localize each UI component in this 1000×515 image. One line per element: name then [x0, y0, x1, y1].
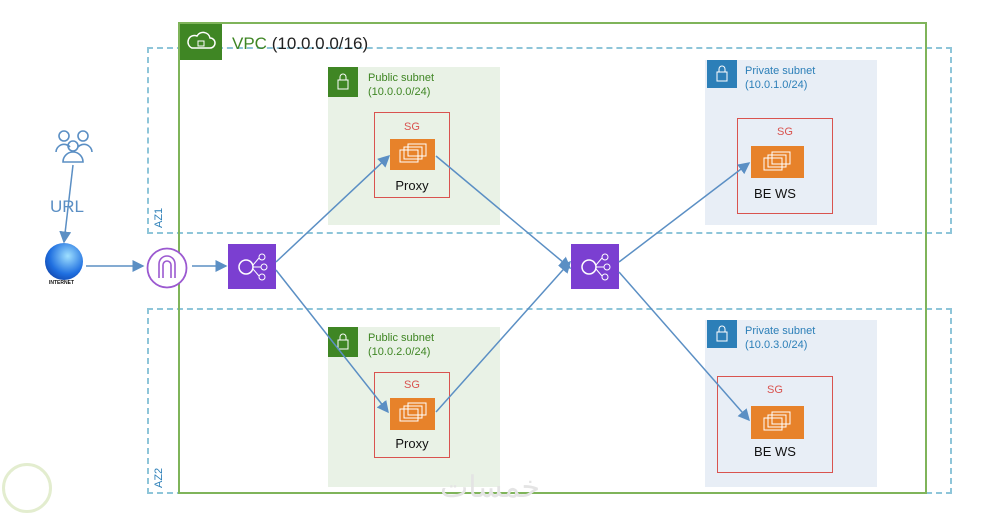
watermark-text: خمسات [440, 471, 541, 504]
instance-label: Proxy [395, 436, 429, 451]
vpc-cloud-icon [180, 24, 222, 60]
internet-gateway-icon [146, 247, 188, 294]
security-group: SG Proxy [374, 372, 450, 458]
sg-label: SG [404, 121, 420, 133]
security-group: SG BE WS [737, 118, 833, 214]
lock-icon [707, 60, 737, 88]
vpc-title: VPC (10.0.0.0/16) [232, 34, 369, 53]
private-subnet-2-label: Private subnet(10.0.3.0/24) [745, 325, 816, 351]
internet-globe-icon [45, 243, 83, 280]
ec2-instances-icon [390, 398, 435, 430]
security-group: SG BE WS [717, 376, 833, 473]
sg-label: SG [767, 384, 783, 396]
public-subnet-2-label: Public subnet(10.0.2.0/24) [368, 332, 435, 358]
load-balancer-icon [571, 244, 619, 289]
internet-label: INTERNET [49, 280, 74, 286]
ec2-instances-icon [751, 406, 804, 439]
users-icon [54, 128, 94, 169]
sg-label: SG [404, 379, 420, 391]
instance-label: Proxy [395, 178, 429, 193]
az2-label: AZ2 [153, 467, 165, 488]
lock-icon [328, 327, 358, 357]
instance-label: BE WS [754, 444, 796, 459]
load-balancer-icon [228, 244, 276, 289]
security-group: SG Proxy [374, 112, 450, 198]
instance-label: BE WS [754, 186, 796, 201]
lock-icon [707, 320, 737, 348]
sg-label: SG [777, 126, 793, 138]
watermark-logo [2, 463, 52, 513]
url-label: URL [50, 197, 85, 216]
ec2-instances-icon [751, 146, 804, 178]
public-subnet-1-label: Public subnet(10.0.0.0/24) [368, 72, 435, 98]
private-subnet-1-label: Private subnet(10.0.1.0/24) [745, 65, 816, 91]
ec2-instances-icon [390, 139, 435, 170]
az1-label: AZ1 [153, 207, 165, 228]
lock-icon [328, 67, 358, 97]
